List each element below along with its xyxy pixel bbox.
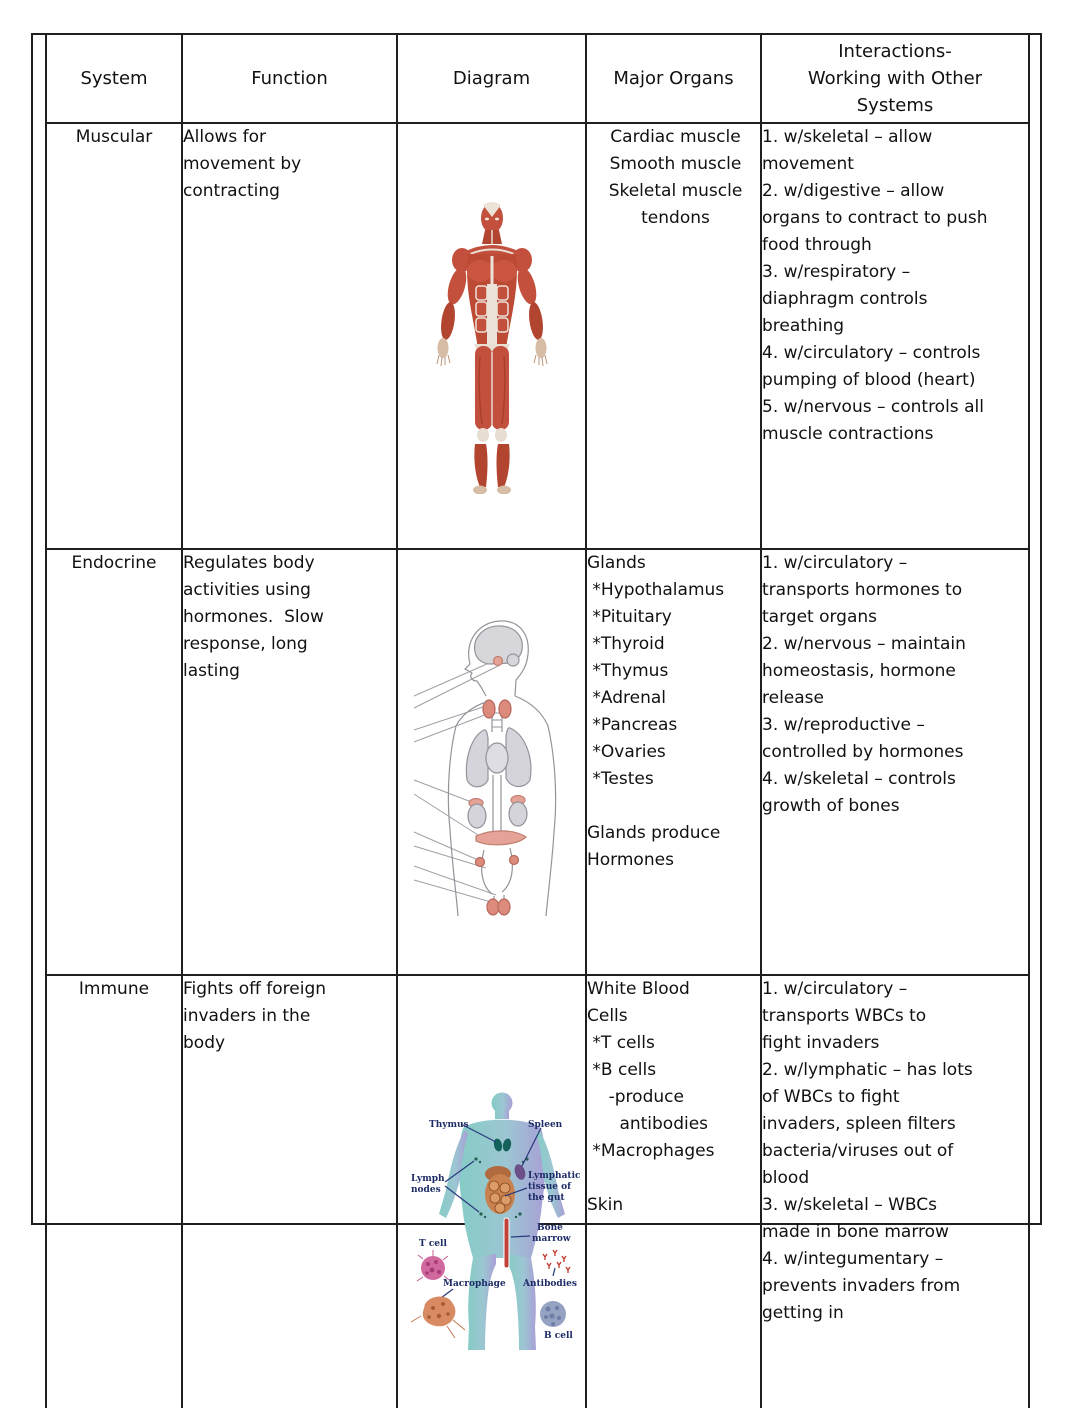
table-row-immune: Immune Fights off foreign invaders in th…: [45, 974, 1030, 1408]
col-header-major-organs: Major Organs: [585, 35, 762, 124]
lymphatic-tissue-label-line3: the gut: [528, 1193, 565, 1203]
header-row: System Function Diagram Major Organs Int…: [45, 35, 1030, 124]
immune-diagram-cell: Thymus Spleen Lymph nodes Lymphatic tiss…: [396, 974, 587, 1408]
endocrine-system-cell: Endocrine: [45, 548, 183, 976]
bone-marrow-label-line2: marrow: [532, 1234, 571, 1244]
antibodies-label: Antibodies: [522, 1279, 577, 1289]
col-header-function: Function: [181, 35, 398, 124]
muscular-function-cell: Allows for movement by contracting: [181, 122, 398, 550]
immune-system-cell: Immune: [45, 974, 183, 1408]
b-cell-label: B cell: [544, 1331, 573, 1341]
macrophage-label: Macrophage: [443, 1279, 506, 1289]
table-outer-border: System Function Diagram Major Organs Int…: [31, 33, 1042, 1408]
lymph-nodes-label-line1: Lymph: [411, 1174, 445, 1184]
col-header-diagram: Diagram: [396, 35, 587, 124]
muscular-interactions-cell: 1. w/skeletal – allow movement 2. w/dige…: [760, 122, 1030, 550]
bone-marrow-label-line1: Bone: [537, 1223, 563, 1233]
immune-major-organs-cell: White Blood Cells *T cells *B cells -pro…: [585, 974, 762, 1408]
endocrine-diagram-cell: [396, 548, 587, 976]
col-header-system: System: [45, 35, 183, 124]
table-row-muscular: Muscular Allows for movement by contract…: [45, 122, 1030, 550]
endocrine-anatomy-figure-icon: [413, 620, 556, 917]
immune-anatomy-figure-icon: Thymus Spleen Lymph nodes Lymphatic tiss…: [410, 1092, 581, 1350]
col-header-interactions: Interactions- Working with Other Systems: [760, 35, 1030, 124]
muscular-anatomy-figure-icon: [436, 202, 547, 494]
muscular-major-organs-cell: Cardiac muscle Smooth muscle Skeletal mu…: [585, 122, 762, 550]
t-cell-label: T cell: [419, 1239, 447, 1249]
endocrine-interactions-cell: 1. w/circulatory – transports hormones t…: [760, 548, 1030, 976]
thymus-label: Thymus: [429, 1120, 469, 1130]
immune-interactions-cell: 1. w/circulatory – transports WBCs to fi…: [760, 974, 1030, 1408]
lymphatic-tissue-label-line1: Lymphatic: [528, 1171, 581, 1181]
immune-function-cell: Fights off foreign invaders in the body: [181, 974, 398, 1408]
table-row-endocrine: Endocrine Regulates body activities usin…: [45, 548, 1030, 976]
endocrine-function-cell: Regulates body activities using hormones…: [181, 548, 398, 976]
spleen-label: Spleen: [528, 1120, 563, 1130]
body-systems-table: System Function Diagram Major Organs Int…: [45, 35, 1030, 1408]
endocrine-major-organs-cell: Glands *Hypothalamus *Pituitary *Thyroid…: [585, 548, 762, 976]
muscular-diagram-cell: [396, 122, 587, 550]
lymphatic-tissue-label-line2: tissue of: [528, 1182, 572, 1192]
lymph-nodes-label-line2: nodes: [411, 1185, 441, 1195]
muscular-system-cell: Muscular: [45, 122, 183, 550]
